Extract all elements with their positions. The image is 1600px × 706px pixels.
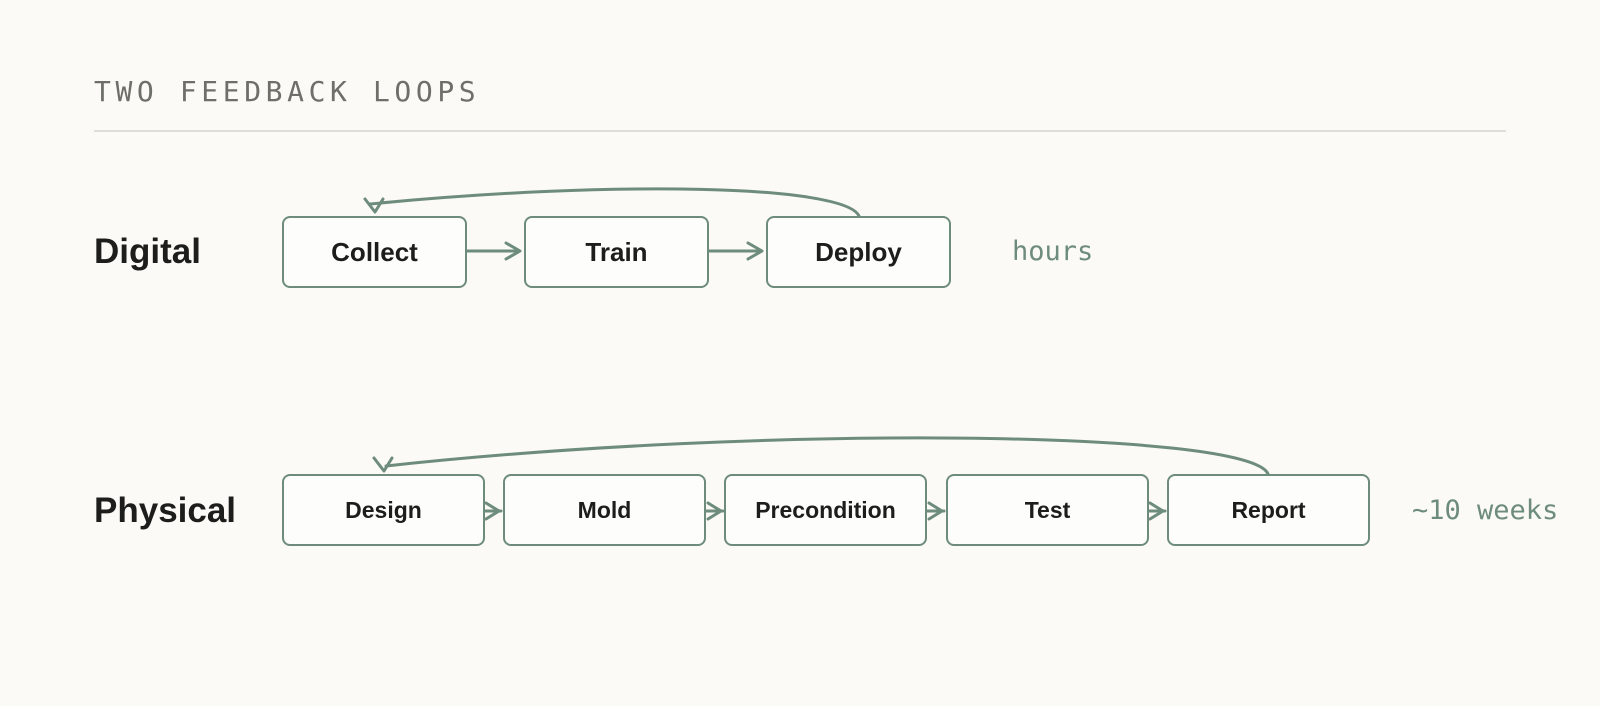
arrow-test-to-report [1147,501,1167,521]
step-deploy: Deploy [766,216,951,288]
arrow-design-to-mold [483,501,503,521]
step-train: Train [524,216,709,288]
step-design: Design [282,474,485,546]
arrow-mold-to-precondition [704,501,725,521]
duration-digital: hours [1012,236,1094,267]
feedback-arrow-report-to-design [372,436,1270,476]
loop-label-digital: Digital [94,232,201,271]
step-precondition: Precondition [724,474,927,546]
arrow-train-to-deploy [707,241,764,261]
duration-physical: ~10 weeks [1412,495,1559,526]
page-title: TWO FEEDBACK LOOPS [94,75,481,108]
step-report: Report [1167,474,1370,546]
title-divider [94,130,1506,132]
step-collect: Collect [282,216,467,288]
feedback-arrow-deploy-to-collect [363,187,861,218]
step-mold: Mold [503,474,706,546]
step-test: Test [946,474,1149,546]
arrow-collect-to-train [465,241,522,261]
loop-label-physical: Physical [94,491,237,530]
arrow-precondition-to-test [925,501,946,521]
